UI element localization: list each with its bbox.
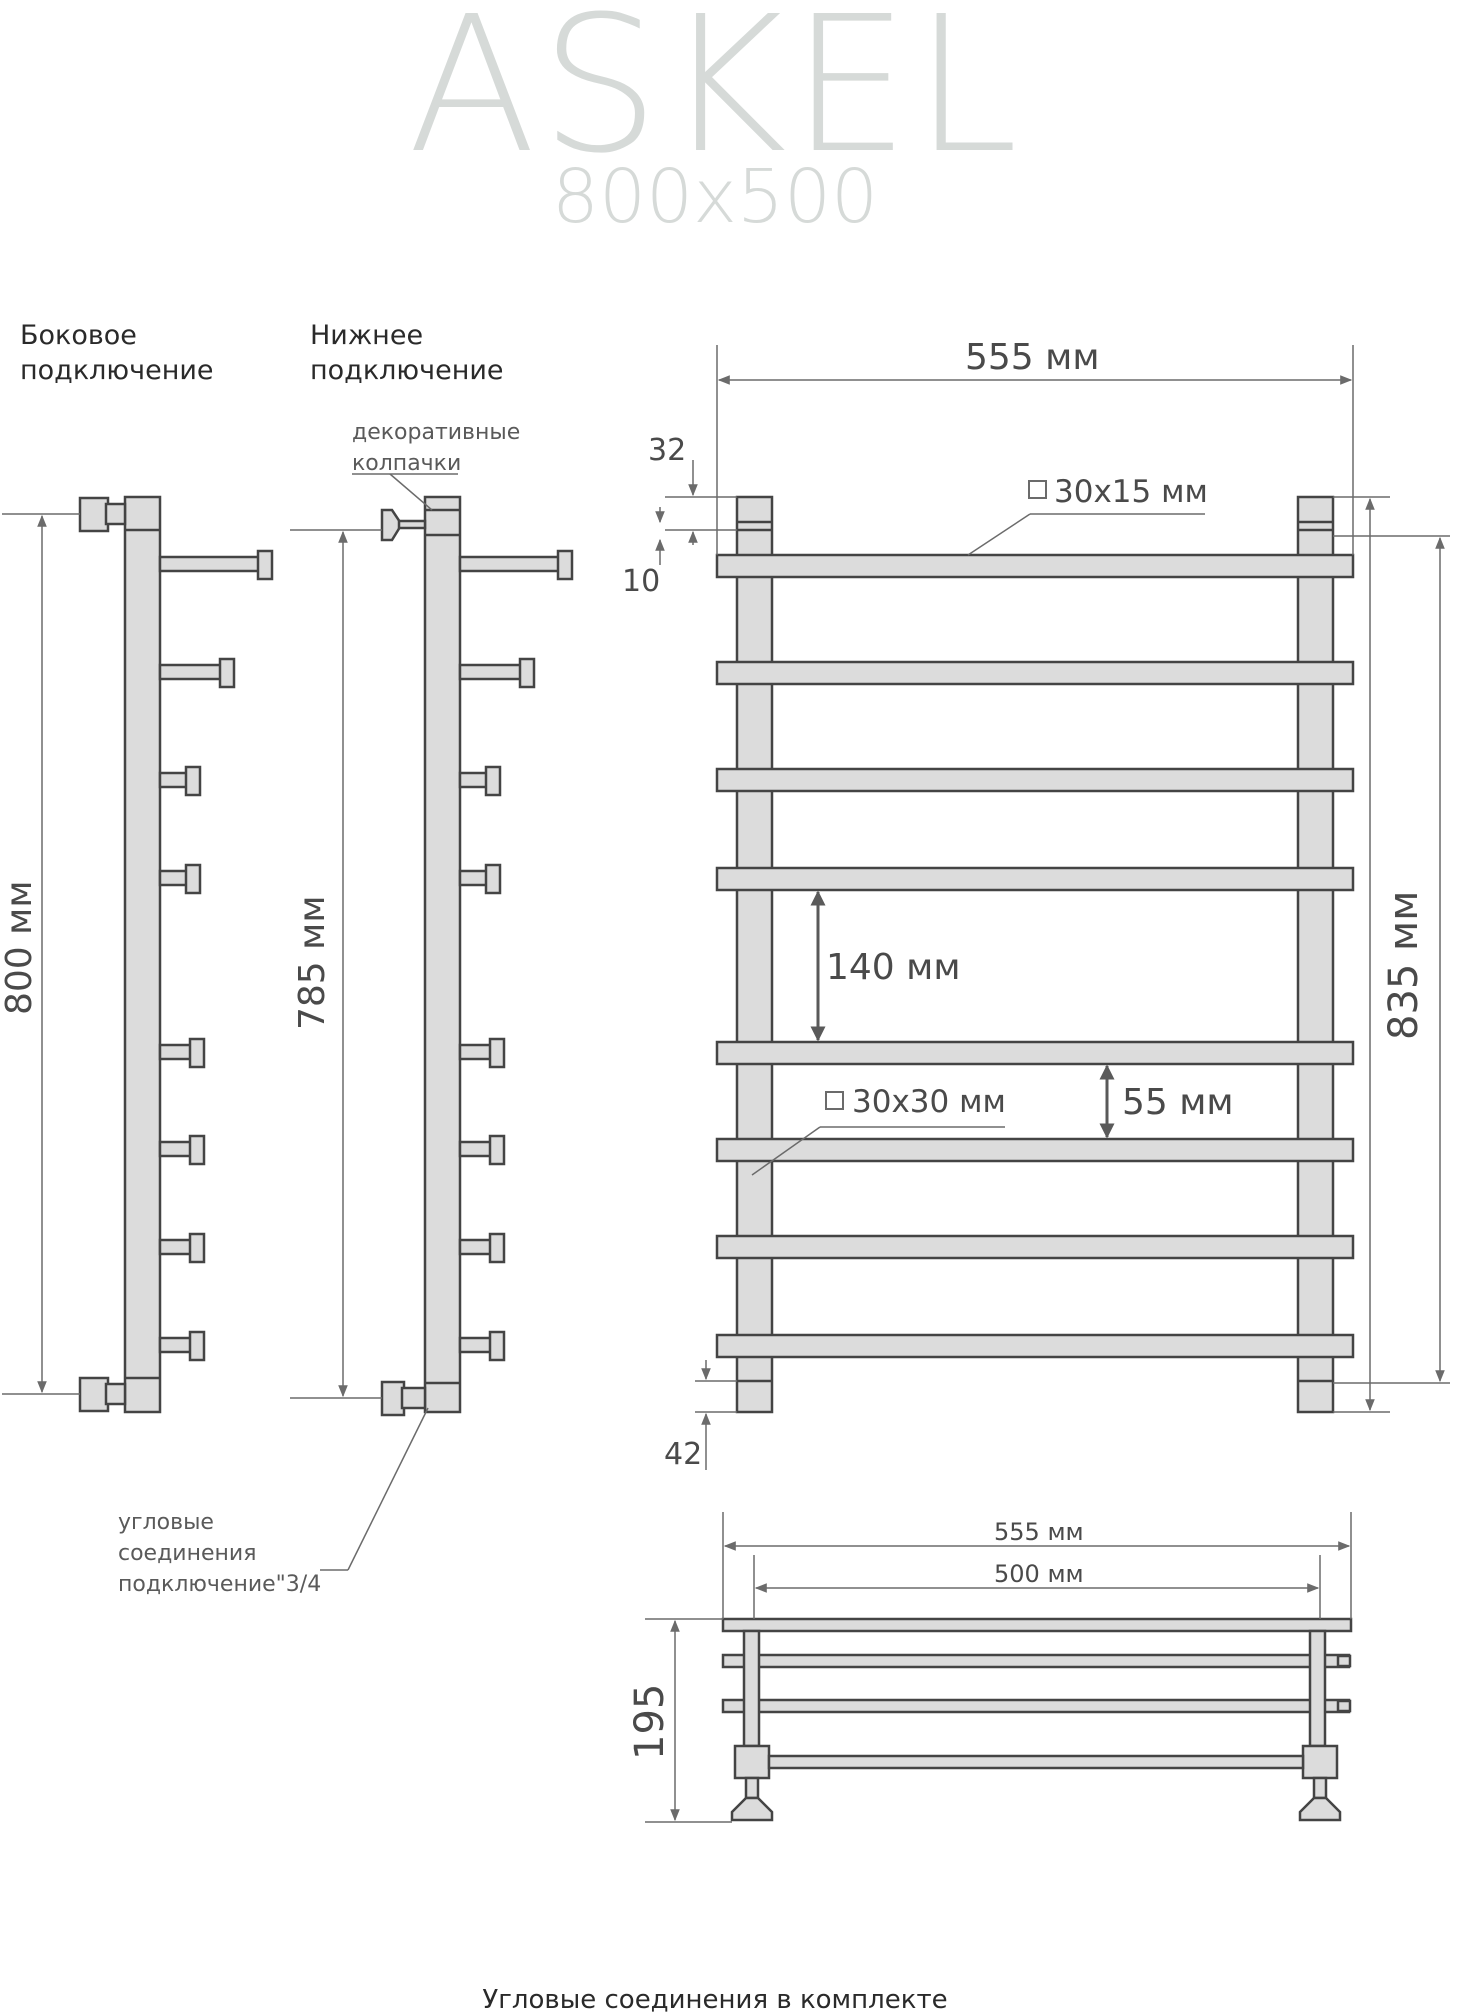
bottom-connection-view — [380, 495, 574, 1417]
left-riser — [735, 495, 774, 1414]
top-view — [721, 1617, 1353, 1822]
rung — [715, 767, 1355, 793]
dim-height-800: 800 мм — [0, 880, 40, 1015]
rung — [715, 553, 1355, 579]
square-profile-icon — [825, 1091, 844, 1110]
dim-depth-195: 195 — [627, 1683, 673, 1760]
side-riser — [123, 495, 162, 1414]
rung — [715, 1040, 1355, 1066]
side-connection-view — [78, 495, 274, 1414]
dim-height-835: 835 мм — [1381, 890, 1427, 1040]
dim-width-555: 555 мм — [965, 337, 1100, 378]
footer-note: Угловые соединения в комплекте — [482, 1985, 948, 2015]
corner-joints-note: угловые соединения подключение"3/4 — [118, 1510, 322, 1597]
dim-10: 10 — [622, 564, 661, 599]
bottom-connection-label: Нижнее подключение — [310, 320, 504, 387]
product-size: 800x500 — [551, 154, 879, 240]
rung — [715, 866, 1355, 892]
rung — [715, 1234, 1355, 1260]
shelf-top — [721, 1617, 1353, 1633]
dim-height-785: 785 мм — [292, 895, 333, 1030]
bottom-riser — [423, 495, 462, 1414]
dim-spacing-55: 55 мм — [1122, 1082, 1234, 1123]
dim-top-500: 500 мм — [994, 1560, 1084, 1588]
square-profile-icon — [1028, 480, 1047, 499]
side-bottom-fitting — [78, 1376, 110, 1413]
side-top-fitting — [78, 496, 110, 533]
front-dimensions — [655, 345, 1450, 1470]
front-view — [715, 495, 1355, 1414]
dim-profile-30x30: 30x30 мм — [852, 1084, 1006, 1120]
product-title: ASKEL — [407, 0, 1023, 195]
side-connection-label: Боковое подключение — [20, 320, 214, 387]
right-riser — [1296, 495, 1335, 1414]
dim-top-555: 555 мм — [994, 1518, 1084, 1546]
rung — [715, 1333, 1355, 1359]
decorative-caps-note: декоративные колпачки — [352, 420, 521, 476]
dim-profile-30x15: 30x15 мм — [1054, 474, 1208, 510]
top-view-dimensions — [645, 1512, 1352, 1823]
rung — [715, 660, 1355, 686]
dim-42: 42 — [664, 1437, 703, 1472]
rung — [715, 1137, 1355, 1163]
dim-32: 32 — [648, 433, 687, 468]
dim-spacing-140: 140 мм — [826, 947, 961, 988]
decorative-cap-icon — [380, 508, 402, 542]
